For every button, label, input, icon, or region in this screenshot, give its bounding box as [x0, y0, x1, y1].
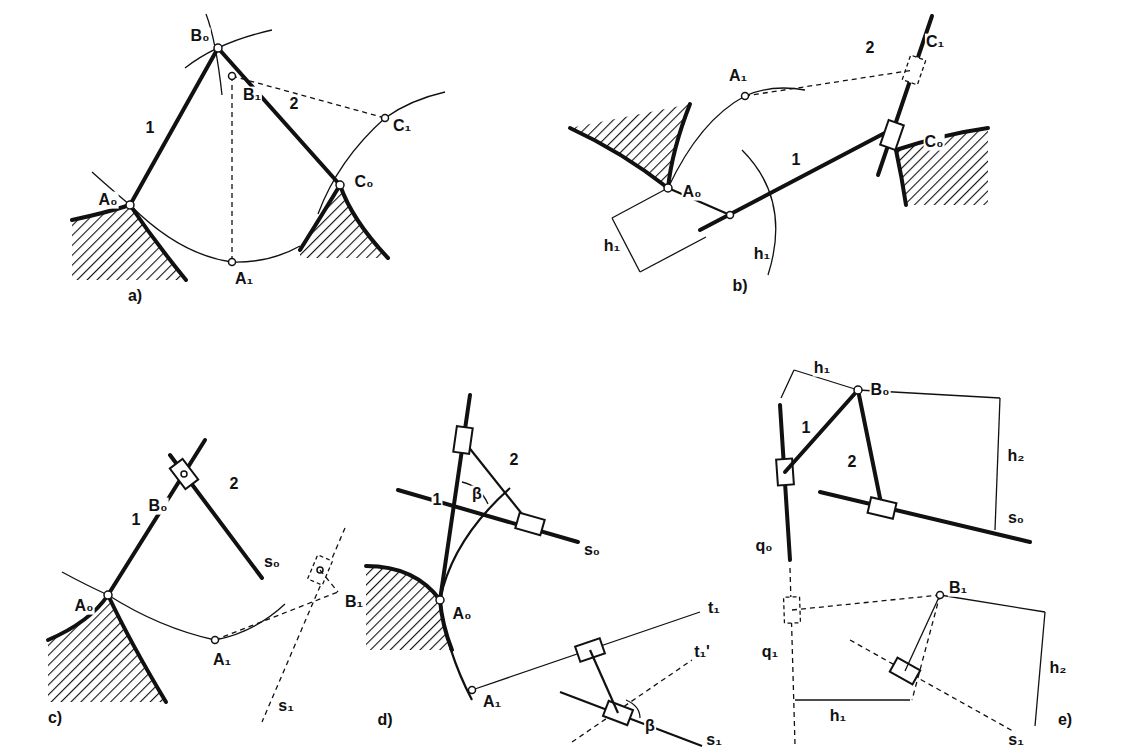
joint-label: A₀ — [682, 184, 703, 201]
guide-line-label: s₁ — [705, 732, 723, 749]
part-number: 1 — [145, 120, 156, 137]
dimension-label: h₁ — [829, 708, 847, 725]
dimension-label: h₂ — [1049, 660, 1068, 677]
figure-letter: e) — [1057, 712, 1073, 729]
figure-d — [366, 395, 702, 746]
guide-line-label: q₁ — [761, 644, 779, 661]
joint-label: A₀ — [74, 598, 95, 615]
joint-label: B₁ — [242, 87, 262, 104]
joint-label: B₀ — [148, 498, 169, 515]
angle-label: β — [644, 718, 656, 735]
joint-label: B₀ — [870, 382, 891, 399]
joint-label: A₁ — [482, 694, 502, 711]
figure-letter: b) — [731, 278, 748, 295]
part-number: 2 — [509, 452, 520, 469]
figure-c — [48, 440, 345, 722]
joint-label: A₀ — [452, 606, 473, 623]
figure-letter: d) — [376, 712, 393, 729]
part-number: 1 — [791, 152, 802, 169]
dimension-label: h₁ — [813, 360, 831, 377]
part-number: 1 — [432, 492, 443, 509]
guide-line-label: s₁ — [277, 698, 295, 715]
joint-label: B₁ — [344, 594, 364, 611]
guide-line-label: s₀ — [263, 554, 281, 571]
guide-line-label: q₀ — [755, 538, 774, 555]
guide-line-label: t₁ — [707, 600, 721, 617]
guide-line-label: s₁ — [1007, 732, 1025, 749]
figure-a — [72, 14, 445, 280]
part-number: 2 — [847, 454, 858, 471]
part-number: 1 — [801, 420, 812, 437]
joint-label: C₀ — [924, 134, 945, 151]
dimension-label: h₂ — [1007, 448, 1026, 465]
part-number: 1 — [131, 512, 142, 529]
joint-label: B₁ — [948, 580, 968, 597]
guide-line-label: s₀ — [583, 542, 601, 559]
part-number: 2 — [229, 476, 240, 493]
joint-label: A₀ — [98, 192, 119, 209]
guide-line-label: t₁' — [693, 644, 711, 661]
joint-label: C₀ — [354, 174, 375, 191]
joint-label: A₁ — [234, 271, 254, 288]
guide-line-label: s₀ — [1007, 510, 1025, 527]
dimension-label: h₁ — [753, 246, 771, 263]
figure-letter: a) — [127, 288, 143, 305]
dimension-label: h₁ — [603, 238, 621, 255]
joint-label: B₀ — [190, 28, 211, 45]
joint-label: C₁ — [392, 118, 412, 135]
figure-letter: c) — [47, 710, 63, 727]
joint-label: C₁ — [925, 34, 945, 51]
part-number: 2 — [865, 40, 876, 57]
joint-label: A₁ — [212, 652, 232, 669]
angle-label: β — [471, 486, 483, 503]
figure-b — [570, 16, 988, 275]
part-number: 2 — [289, 96, 300, 113]
joint-label: A₁ — [728, 68, 748, 85]
figure-e — [776, 370, 1045, 745]
